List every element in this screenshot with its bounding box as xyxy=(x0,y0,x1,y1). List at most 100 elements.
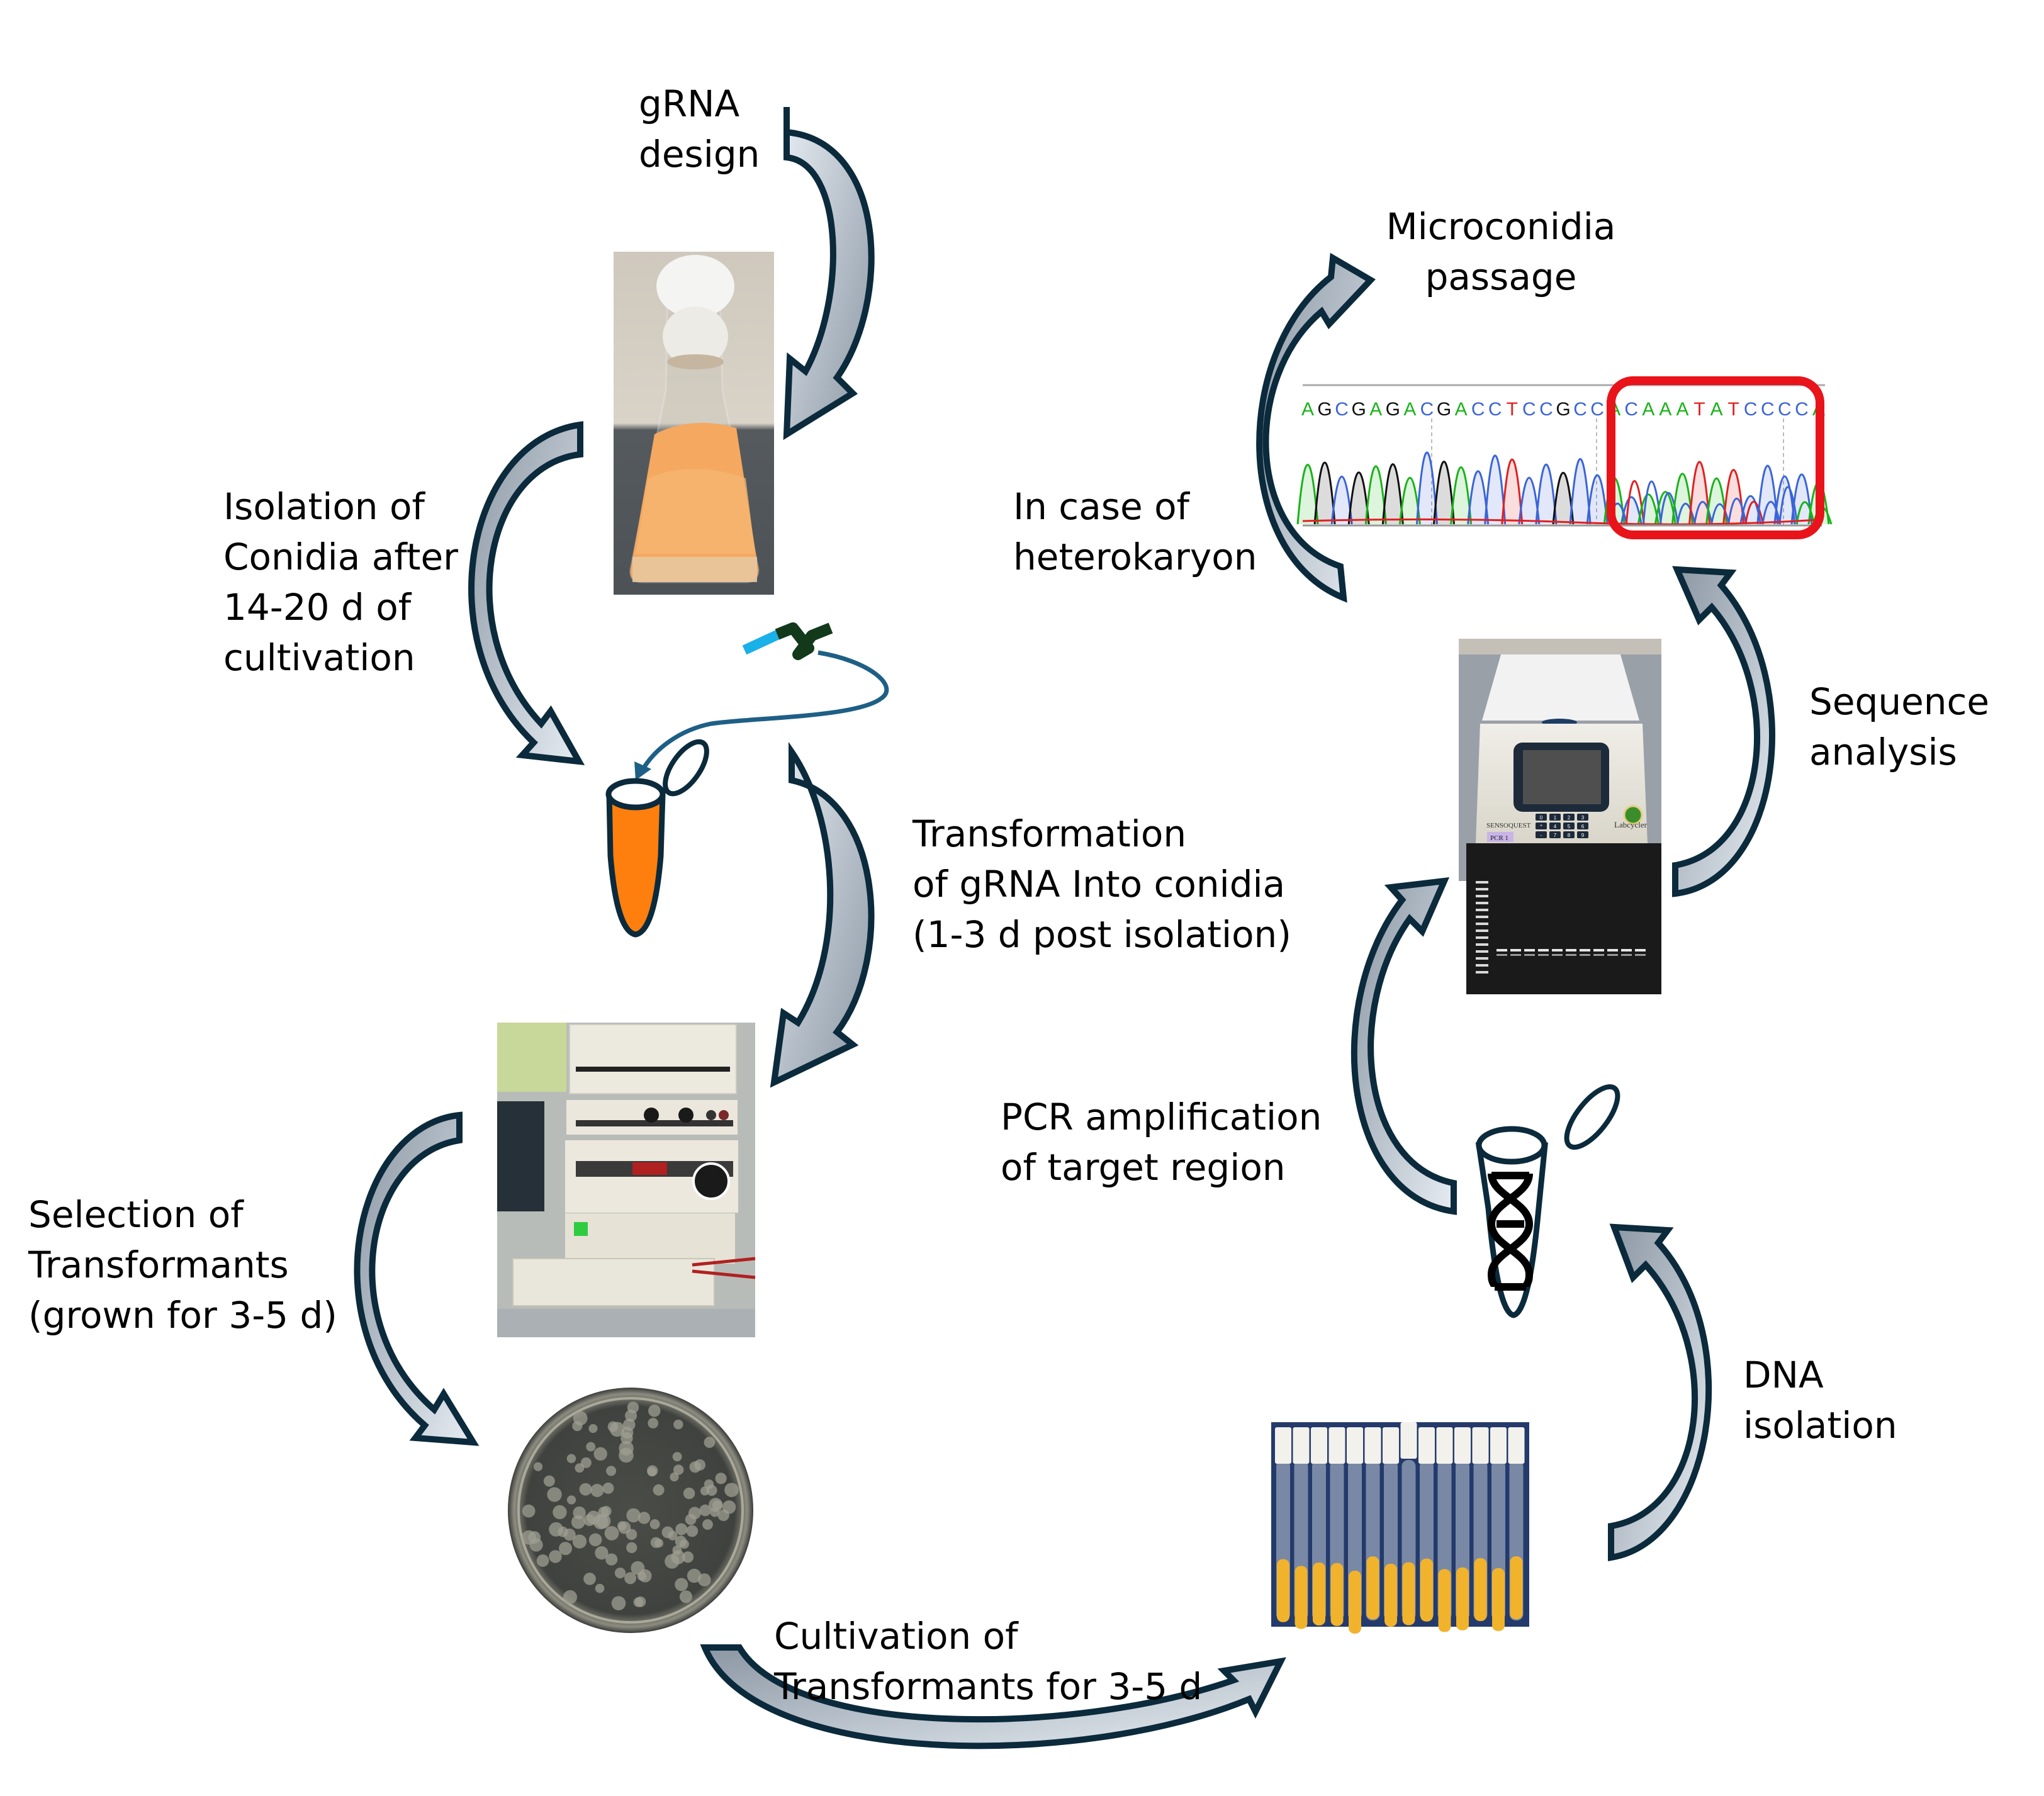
colony xyxy=(680,1539,689,1549)
keypad-key xyxy=(1549,822,1561,829)
tube-cap xyxy=(1490,1427,1507,1464)
colony xyxy=(672,1452,682,1462)
sequence-base: A xyxy=(1455,399,1468,420)
arrow-grna-to-flask xyxy=(783,107,875,441)
label-line: Transformants xyxy=(28,1243,289,1286)
gel-band xyxy=(1566,954,1576,956)
sequence-base: C xyxy=(1624,399,1638,420)
chromatogram-peak xyxy=(1671,473,1693,525)
ladder-band xyxy=(1476,971,1488,974)
sequence-base: C xyxy=(1488,399,1502,420)
colony xyxy=(593,1447,607,1461)
keypad-key-label: 8 xyxy=(1568,833,1571,838)
chromatogram-peak xyxy=(1313,461,1336,525)
step-label-heterokaryon: In case of heterokaryon xyxy=(1013,485,1257,578)
label-line: of target region xyxy=(1001,1146,1286,1189)
ladder-band xyxy=(1476,923,1488,925)
chromatogram-peak xyxy=(1693,501,1713,525)
gel-image xyxy=(1466,843,1661,994)
keypad-key xyxy=(1536,822,1547,829)
colony xyxy=(665,1554,680,1569)
sequence-base: G xyxy=(1386,399,1400,420)
colony xyxy=(609,1422,625,1437)
label-line: heterokaryon xyxy=(1013,536,1257,578)
keypad-key-label: 7 xyxy=(1554,833,1557,838)
sequence-base: G xyxy=(1437,399,1451,420)
chromatogram-peak xyxy=(1450,466,1473,525)
chromatogram-peak xyxy=(1744,501,1765,525)
chromatogram-peak xyxy=(1296,464,1319,525)
label-line: (grown for 3-5 d) xyxy=(28,1294,337,1337)
ladder-band xyxy=(1476,902,1488,904)
keypad-key xyxy=(1536,814,1547,821)
colony xyxy=(682,1551,694,1563)
step-label-grna-design: gRNA design xyxy=(639,82,760,176)
keypad-key-label: 5 xyxy=(1568,824,1571,829)
colony xyxy=(626,1508,641,1523)
culture-growth xyxy=(1402,1562,1415,1625)
gel-band xyxy=(1621,949,1632,951)
colony xyxy=(595,1546,609,1560)
colony xyxy=(650,1537,661,1548)
colony xyxy=(722,1500,736,1514)
sequence-base: T xyxy=(1507,399,1518,420)
label-line: Microconidia xyxy=(1386,205,1616,248)
colony xyxy=(626,1542,637,1553)
colony xyxy=(579,1483,592,1496)
chromatogram-peak xyxy=(1415,451,1438,525)
sequence-base: C xyxy=(1590,399,1604,420)
colony xyxy=(536,1554,549,1567)
sequence-base: C xyxy=(1744,399,1758,420)
sequence-base: C xyxy=(1335,399,1349,420)
colony xyxy=(653,1484,665,1496)
sequence-base: G xyxy=(1352,399,1366,420)
label-line: Cultivation of xyxy=(774,1615,1019,1658)
culture-growth xyxy=(1456,1567,1469,1630)
step-label-cultivation: Cultivation of Transformants for 3-5 d xyxy=(773,1615,1202,1708)
sequence-base: A xyxy=(1403,399,1416,420)
colony xyxy=(543,1475,555,1487)
ladder-band xyxy=(1476,950,1488,953)
sequence-base: G xyxy=(1317,399,1332,420)
colony xyxy=(675,1578,688,1591)
colony xyxy=(583,1514,595,1527)
keypad-key-label: * xyxy=(1540,824,1542,829)
colony xyxy=(583,1573,596,1585)
culture-growth xyxy=(1349,1570,1361,1634)
colony xyxy=(637,1571,646,1581)
chromatogram-peak xyxy=(1569,458,1592,525)
tube-cap xyxy=(1293,1427,1310,1464)
gel-band xyxy=(1552,954,1563,956)
arrow-cultivation xyxy=(700,1644,1286,1749)
colony xyxy=(699,1504,711,1517)
colony xyxy=(606,1466,617,1476)
ladder-band xyxy=(1476,888,1488,890)
tube-cap xyxy=(1454,1427,1471,1464)
label-line: of gRNA Into conidia xyxy=(912,863,1285,906)
colony xyxy=(621,1427,634,1439)
sequence-base: C xyxy=(1420,399,1434,420)
keypad-key-label: 9 xyxy=(1581,833,1585,838)
keypad-key-label: 1 xyxy=(1554,815,1557,821)
gel-band xyxy=(1580,954,1590,956)
chromatogram-peak xyxy=(1795,501,1816,525)
chromatogram-peak xyxy=(1347,471,1370,525)
keypad-key-label: 0 xyxy=(1540,815,1543,821)
culture-growth xyxy=(1510,1556,1523,1620)
sequence-base: C xyxy=(1522,399,1536,420)
colony xyxy=(673,1419,683,1430)
gel-band xyxy=(1510,954,1521,956)
gel-band xyxy=(1552,949,1563,951)
chromatogram-peak xyxy=(1688,461,1711,525)
petri-dish-photo xyxy=(508,1388,753,1633)
colony xyxy=(724,1483,739,1497)
keypad-key-label: - xyxy=(1541,833,1542,838)
culture-growth xyxy=(1420,1558,1433,1622)
colony xyxy=(670,1472,679,1482)
colony xyxy=(637,1512,651,1524)
colony xyxy=(704,1437,716,1448)
colony xyxy=(631,1561,645,1575)
colony xyxy=(595,1583,605,1593)
